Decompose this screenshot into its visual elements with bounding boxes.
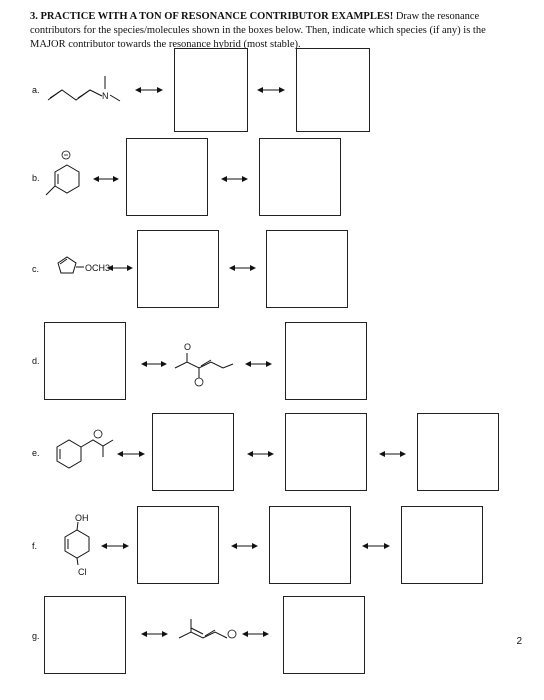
answer-box-g2[interactable]: [283, 596, 365, 674]
label-c: c.: [32, 264, 40, 274]
answer-box-d1[interactable]: [44, 322, 126, 400]
substituent-c: OCH3: [85, 263, 110, 273]
label-e: e.: [32, 448, 40, 458]
instructions: Draw the resonance contributors for the …: [30, 11, 486, 50]
header: 3. PRACTICE WITH A TON OF RESONANCE CONT…: [30, 10, 520, 52]
answer-box-f2[interactable]: [269, 506, 351, 584]
answer-box-e2[interactable]: [285, 413, 367, 491]
page-number: 2: [516, 636, 522, 647]
oxygen-d: O: [184, 342, 191, 352]
label-a: a.: [32, 85, 40, 95]
problem-number: 3.: [30, 11, 38, 22]
problem-title: PRACTICE WITH A TON OF RESONANCE CONTRIB…: [40, 11, 394, 22]
answer-box-f3[interactable]: [401, 506, 483, 584]
answer-box-e1[interactable]: [152, 413, 234, 491]
label-b: b.: [32, 173, 40, 183]
answer-box-e3[interactable]: [417, 413, 499, 491]
answer-box-d2[interactable]: [285, 322, 367, 400]
answer-box-g1[interactable]: [44, 596, 126, 674]
label-d: d.: [32, 356, 40, 366]
answer-box-a2[interactable]: [296, 48, 370, 132]
answer-box-c1[interactable]: [137, 230, 219, 308]
answer-box-c2[interactable]: [266, 230, 348, 308]
answer-box-b1[interactable]: [126, 138, 208, 216]
label-g: g.: [32, 631, 40, 641]
nitrogen-a: N: [102, 91, 109, 101]
answer-box-b2[interactable]: [259, 138, 341, 216]
answer-box-a1[interactable]: [174, 48, 248, 132]
chlorine-f: Cl: [78, 567, 87, 577]
answer-box-f1[interactable]: [137, 506, 219, 584]
hydroxyl-f: OH: [75, 513, 89, 523]
label-f: f.: [32, 541, 38, 551]
